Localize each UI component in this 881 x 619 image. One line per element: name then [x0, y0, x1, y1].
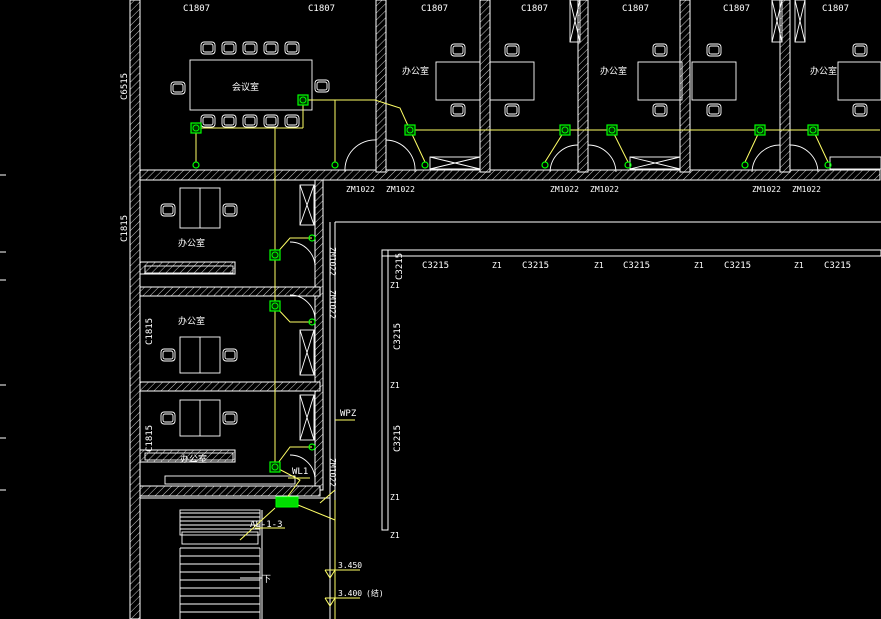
- door-label: ZM1022: [328, 247, 337, 276]
- lamp-icon: [807, 124, 819, 136]
- window-label: C3215: [393, 425, 403, 452]
- door-label: ZM1022: [386, 185, 415, 194]
- lamp-icon: [297, 94, 309, 106]
- window-label: C1807: [822, 4, 849, 14]
- room-label-office: 办公室: [402, 65, 429, 77]
- column-label: Z1: [390, 493, 400, 502]
- elevation-label: 3.400: [338, 589, 362, 598]
- window-label: C3215: [393, 323, 403, 350]
- lamp-icon: [269, 249, 281, 261]
- column-label: Z1: [390, 381, 400, 390]
- room-label-office: 办公室: [178, 237, 205, 249]
- window-label: C1807: [183, 4, 210, 14]
- window-label: C3215: [422, 261, 449, 271]
- lamp-icon: [269, 461, 281, 473]
- room-label-office: 办公室: [178, 315, 205, 327]
- column-label: Z1: [390, 281, 400, 290]
- column-label: Z1: [794, 261, 804, 270]
- walls: [129, 0, 881, 619]
- window-label: C1815: [120, 215, 130, 242]
- window-label: C1807: [521, 4, 548, 14]
- margin-ticks: [0, 174, 6, 491]
- window-label: C6515: [120, 73, 130, 100]
- elevation-note: (结): [366, 588, 384, 598]
- door-label: ZM1022: [752, 185, 781, 194]
- switches: [192, 161, 832, 451]
- window-label: C3215: [623, 261, 650, 271]
- room-label-meeting: 会议室: [232, 81, 259, 93]
- column-label: Z1: [492, 261, 502, 270]
- door-swings: [289, 139, 819, 481]
- window-label: C1815: [145, 425, 155, 452]
- window-label: C1807: [421, 4, 448, 14]
- office-desks: [160, 43, 881, 437]
- window-label: C1807: [308, 4, 335, 14]
- stair-direction-label: 下: [262, 575, 271, 585]
- circuit-labels: WPZ WL1 AL-1-3 下 3.450 3.400 (结): [250, 409, 384, 598]
- window-labels-top: C1807 C1807 C1807 C1807 C1807 C1807 C180…: [183, 4, 849, 14]
- room-label-office: 办公室: [180, 453, 207, 465]
- lamp-icon: [754, 124, 766, 136]
- stair: [179, 509, 262, 619]
- column-label: Z1: [594, 261, 604, 270]
- lamp-icon: [269, 300, 281, 312]
- window-label: C3215: [724, 261, 751, 271]
- distribution-panel-icon: [275, 496, 299, 508]
- room-labels: 会议室 办公室 办公室 办公室 办公室 办公室 办公室: [178, 65, 837, 465]
- door-label: ZM1022: [346, 185, 375, 194]
- window-labels-left: C6515 C1815 C1815 C1815: [120, 73, 155, 452]
- lamp-icon: [606, 124, 618, 136]
- column-label: Z1: [694, 261, 704, 270]
- door-label: ZM1022: [550, 185, 579, 194]
- panel-label: AL-1-3: [250, 520, 283, 530]
- door-label: ZM1022: [590, 185, 619, 194]
- lamp-icon: [404, 124, 416, 136]
- meeting-table: [170, 41, 330, 128]
- circuit-label-wl1: WL1: [292, 467, 308, 477]
- door-labels: ZM1022 ZM1022 ZM1022 ZM1022 ZM1022 ZM102…: [328, 185, 821, 487]
- window-label: C1807: [723, 4, 750, 14]
- cabinet-strips: [144, 156, 881, 485]
- light-fixtures: [190, 94, 819, 473]
- room-label-office: 办公室: [810, 65, 837, 77]
- door-label: ZM1022: [792, 185, 821, 194]
- window-label: C3215: [395, 253, 405, 280]
- window-label: C1807: [622, 4, 649, 14]
- elevation-markers: [324, 569, 360, 607]
- lamp-icon: [559, 124, 571, 136]
- window-label: C1815: [145, 318, 155, 345]
- lamp-icon: [190, 122, 202, 134]
- window-label: C3215: [824, 261, 851, 271]
- circuit-label-wpz: WPZ: [340, 409, 357, 419]
- courtyard-labels: C3215 C3215 C3215 C3215 C3215 C3215 C321…: [390, 253, 851, 540]
- door-label: ZM1022: [328, 290, 337, 319]
- elevation-label: 3.450: [338, 561, 362, 570]
- door-label: ZM1022: [328, 458, 337, 487]
- window-label: C3215: [522, 261, 549, 271]
- room-label-office: 办公室: [600, 65, 627, 77]
- column-label: Z1: [390, 531, 400, 540]
